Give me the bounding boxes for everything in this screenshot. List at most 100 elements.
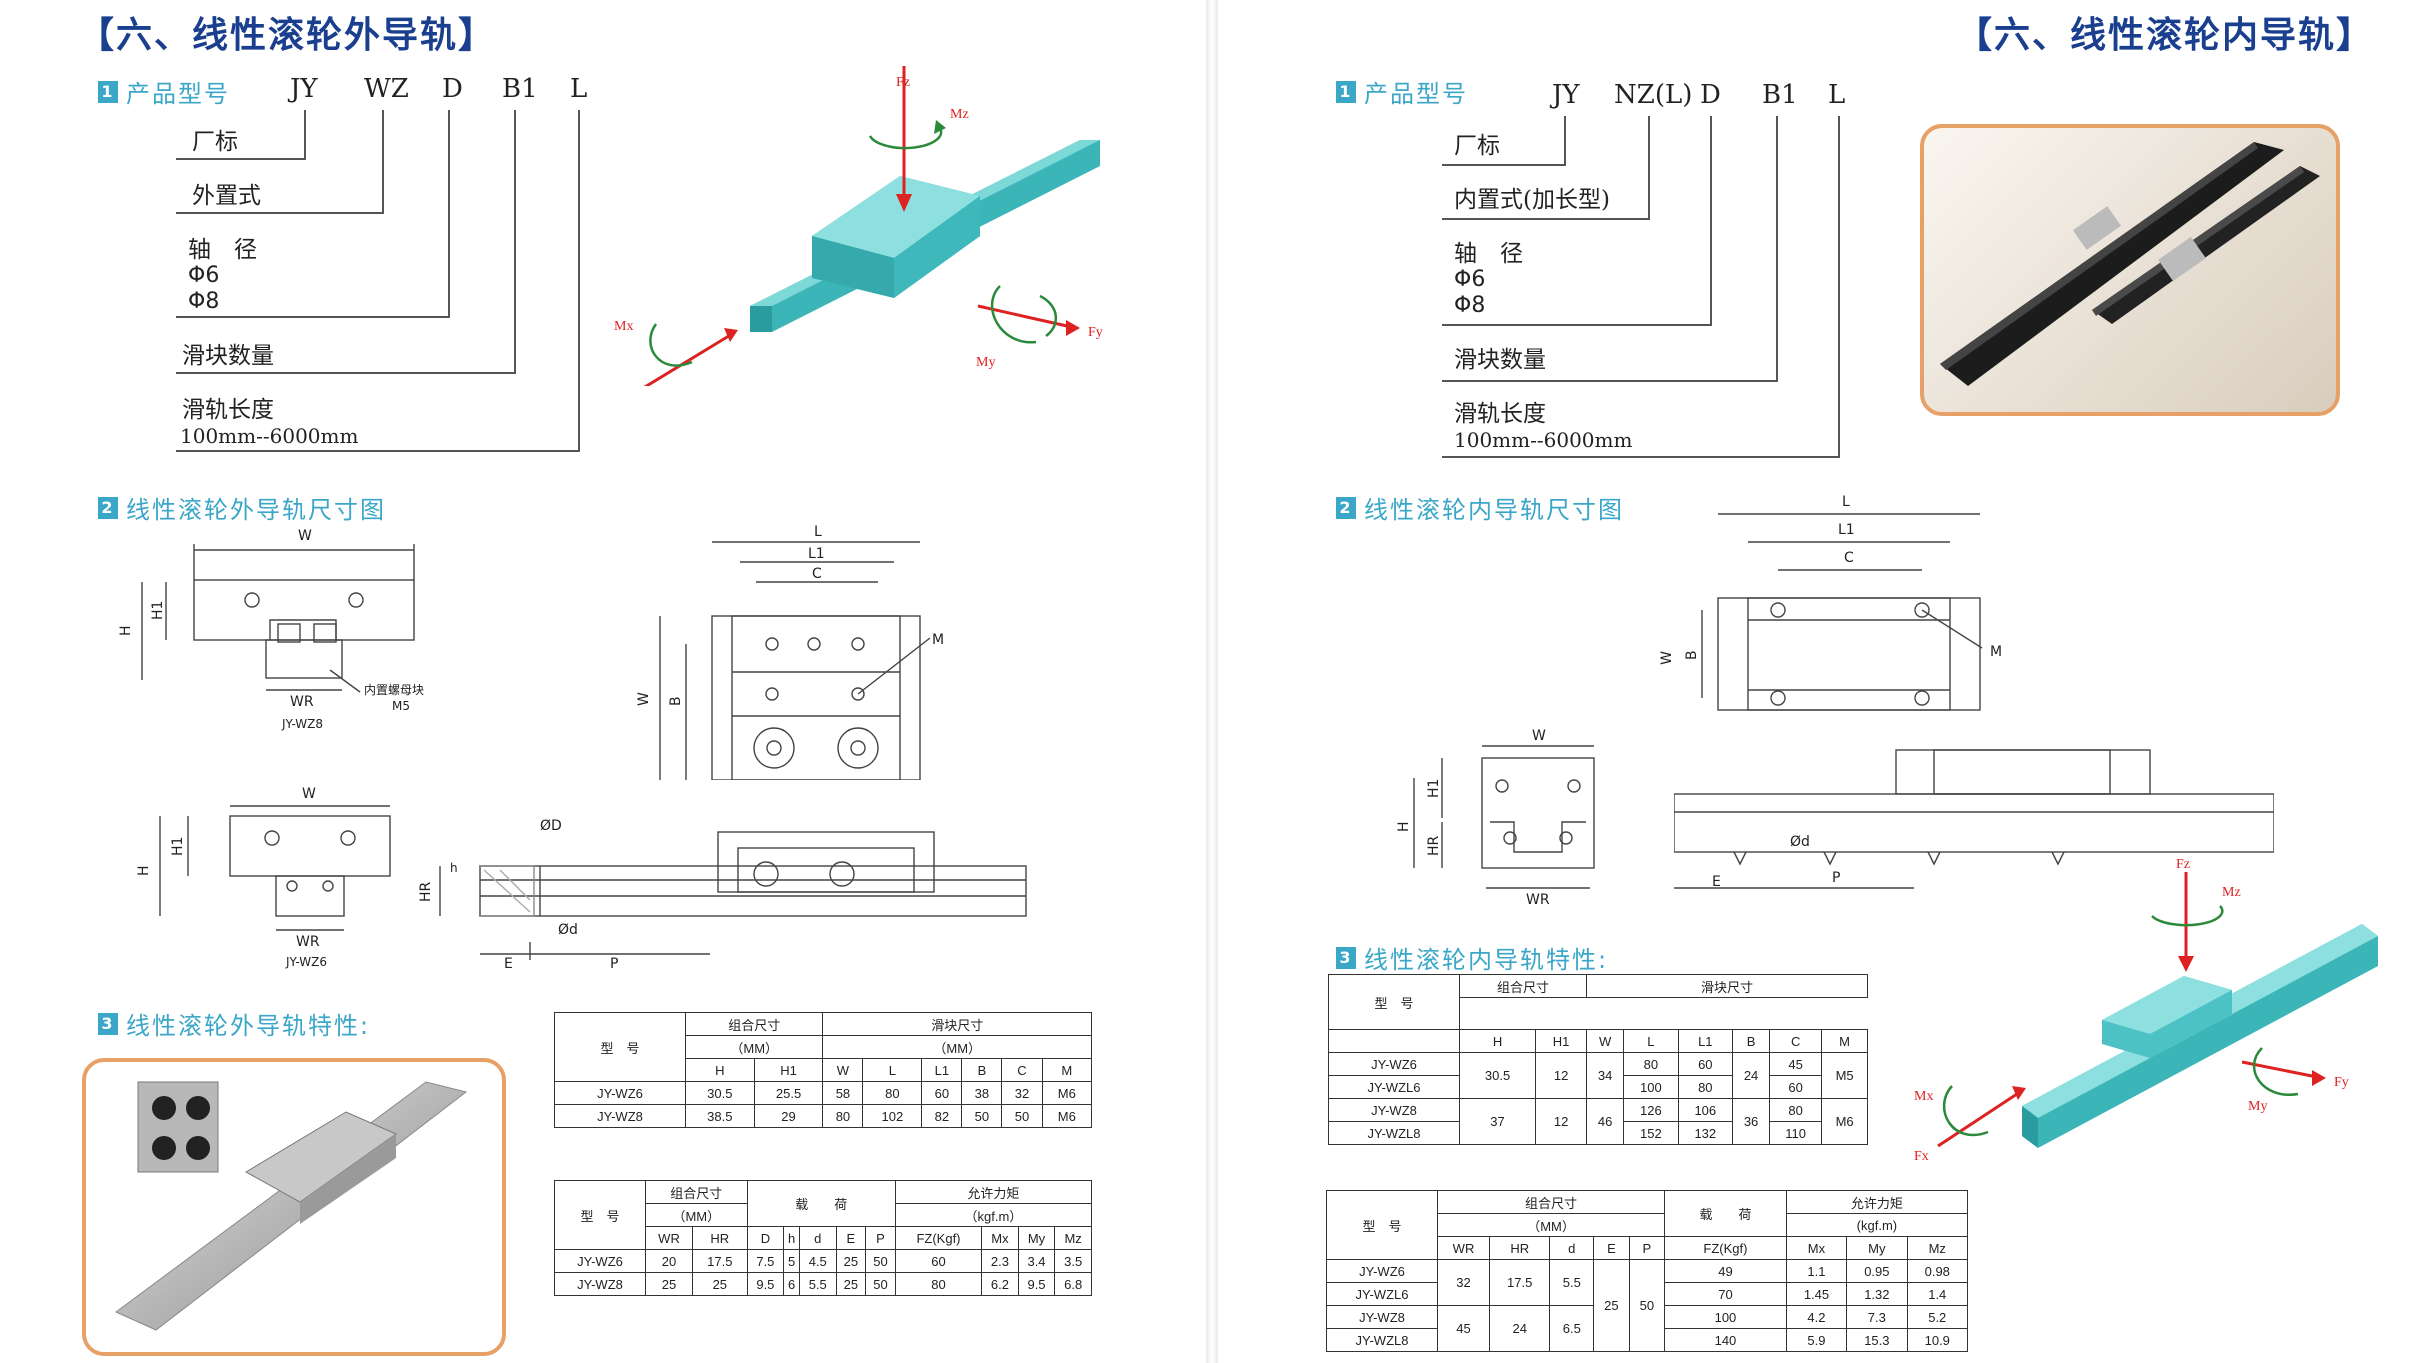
item-shaft-8: Φ8	[188, 289, 220, 314]
header-model: 型 号	[1326, 1190, 1438, 1260]
dim-m: M	[932, 632, 944, 648]
section-label: 线性滚轮内导轨尺寸图	[1364, 496, 1624, 524]
cell: 32	[1001, 1081, 1043, 1105]
cell: 29	[753, 1104, 824, 1128]
code-d: D	[442, 74, 463, 104]
section-label: 产品型号	[1364, 80, 1468, 108]
section-number: 1	[1336, 80, 1356, 103]
table-row: JY-WZ6 20 17.5 7.5 5 4.5 25 50 60 2.3 3.…	[554, 1249, 1092, 1273]
cell: 4.2	[1785, 1305, 1848, 1329]
cell-model: JY-WZL8	[1328, 1121, 1460, 1145]
cell: 60	[1677, 1052, 1734, 1076]
dim-m: M	[1990, 644, 2002, 660]
cell: 60	[894, 1249, 983, 1273]
col-m: M	[1821, 1029, 1868, 1053]
col-c: C	[1001, 1058, 1043, 1082]
cell: 80	[862, 1081, 923, 1105]
cell: 45	[1436, 1305, 1491, 1352]
cell: 152	[1623, 1121, 1679, 1145]
cell: 1.32	[1846, 1282, 1908, 1306]
col-e: E	[835, 1226, 867, 1250]
section-number: 1	[98, 80, 118, 103]
table-row: JY-WZ6 30.5 12 34 80 60 24 45 M5	[1328, 1052, 1868, 1099]
item-length-range: 100mm--6000mm	[1454, 428, 1633, 452]
inner-cross-section-drawing: W H H1 HR WR	[1396, 728, 1595, 908]
header-combo: 组合尺寸	[645, 1180, 748, 1204]
section-number: 3	[1336, 946, 1356, 969]
col-mx: Mx	[1785, 1236, 1848, 1260]
cell: 50	[1628, 1259, 1666, 1352]
dim-w: W	[302, 786, 316, 802]
code-l: L	[1828, 80, 1846, 110]
dim-w-side: W	[636, 692, 652, 706]
inner-rail-product-photo	[1920, 124, 2340, 416]
item-length: 滑轨长度	[182, 397, 274, 423]
cell: 5.5	[798, 1272, 837, 1296]
cell: 50	[865, 1272, 896, 1296]
cell: 1.45	[1785, 1282, 1848, 1306]
cell-model: JY-WZ8	[1326, 1305, 1438, 1329]
cell: 80	[822, 1104, 864, 1128]
cell: 80	[1623, 1052, 1679, 1076]
cell: 102	[862, 1104, 923, 1128]
header-model: 型 号	[554, 1012, 686, 1082]
cell: 100	[1664, 1305, 1787, 1329]
code-jy: JY	[1552, 80, 1580, 110]
axis-fx: Fx	[1914, 1149, 1929, 1164]
cell: 24	[1489, 1305, 1551, 1352]
code-nzl: NZ(L)	[1614, 80, 1693, 110]
cell: 50	[865, 1249, 896, 1273]
dim-od: ØD	[540, 818, 562, 834]
col-h1: H1	[753, 1058, 824, 1082]
cell-model: JY-WZ8	[554, 1104, 686, 1128]
label-jy-wz8: JY-WZ8	[281, 717, 323, 731]
label-builtin-nut: 内置螺母块	[364, 683, 424, 697]
cell: 6.2	[981, 1272, 1019, 1296]
inner-load-torque-table: 型 号 组合尺寸 载 荷 允许力矩 （MM） (kgf.m) WR HR d E…	[1326, 1190, 1969, 1352]
dim-hr: HR	[418, 881, 434, 902]
col-hr: HR	[1489, 1236, 1551, 1260]
item-shaft-6: Φ6	[1454, 267, 1486, 292]
axis-my: My	[976, 355, 995, 370]
axis-fy: Fy	[2334, 1075, 2349, 1090]
dim-b: B	[1684, 650, 1700, 660]
item-blocks: 滑块数量	[1454, 347, 1546, 373]
cell: 7.3	[1846, 1305, 1908, 1329]
cell: 7.5	[746, 1249, 785, 1273]
dim-h: H	[136, 865, 152, 876]
col-h: H	[1458, 1029, 1537, 1053]
dim-c: C	[812, 566, 822, 582]
inner-rail-side-view: Ød E P	[1674, 749, 2274, 890]
cell: 25	[692, 1272, 748, 1296]
cell-model: JY-WZL8	[1326, 1328, 1438, 1352]
cell: 24	[1732, 1052, 1771, 1099]
code-b1: B1	[502, 74, 538, 104]
cell: 60	[921, 1081, 963, 1105]
cell: M5	[1821, 1052, 1868, 1099]
cell: 132	[1677, 1121, 1734, 1145]
cell: 5.5	[1549, 1259, 1595, 1306]
item-brand: 厂标	[192, 129, 238, 155]
cell: 100	[1623, 1075, 1679, 1099]
axis-mx: Mx	[614, 319, 633, 334]
cell: 140	[1664, 1328, 1787, 1352]
dim-h: H	[118, 625, 134, 636]
header-combo: 组合尺寸	[1458, 973, 1588, 999]
col-h1: H1	[1535, 1029, 1588, 1053]
item-type: 内置式(加长型)	[1454, 187, 1610, 213]
col-mz: Mz	[1906, 1236, 1969, 1260]
dim-h1: H1	[1426, 779, 1442, 798]
item-length: 滑轨长度	[1454, 401, 1546, 427]
header-slider: 滑块尺寸	[1586, 973, 1868, 999]
dim-l: L	[814, 524, 822, 540]
dim-small-d: Ød	[1790, 834, 1810, 850]
item-length-range: 100mm--6000mm	[180, 424, 359, 448]
cell-model: JY-WZ6	[554, 1081, 686, 1105]
rail-photo-illustration	[115, 1081, 468, 1331]
table-row: JY-WZL8 152 132 110	[1328, 1121, 1868, 1145]
outer-slider-dimension-table: 型 号 组合尺寸 滑块尺寸 （MM） （MM） H H1 W L L1 B C …	[554, 1012, 1093, 1128]
outer-block-top-view: L L1 C M W B	[636, 524, 944, 780]
dim-c: C	[1844, 550, 1854, 566]
col-mx: Mx	[981, 1226, 1019, 1250]
col-l1: L1	[1677, 1029, 1734, 1053]
